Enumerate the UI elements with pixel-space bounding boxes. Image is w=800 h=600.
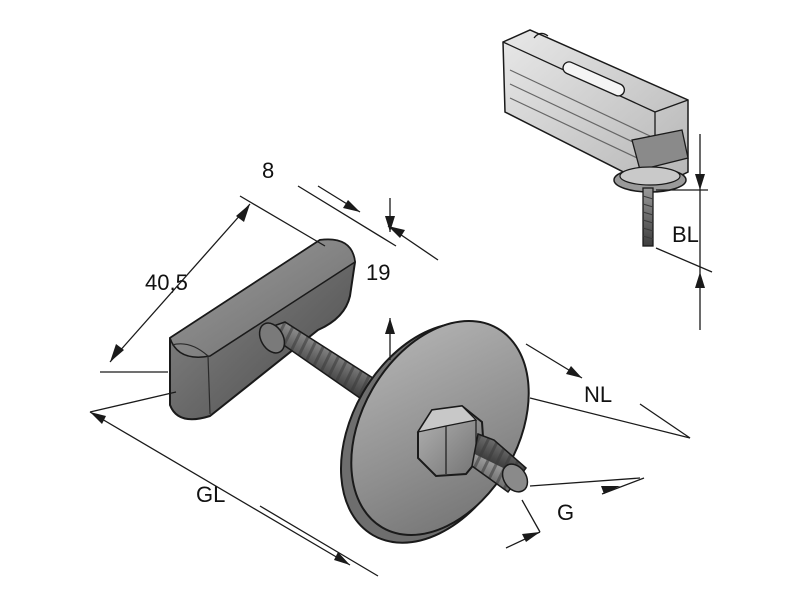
dim-label-bl: BL	[672, 222, 699, 247]
dimension-lines	[89, 185, 691, 577]
thread-end	[471, 432, 529, 494]
dim-label-g: G	[557, 500, 574, 525]
dimension-labels: 8 40,5 19 GL NL G BL	[145, 158, 699, 525]
profile-inset	[502, 29, 713, 330]
dim-label-nl: NL	[584, 382, 612, 407]
dim-label-width: 8	[262, 158, 274, 183]
t-bolt-assembly	[169, 238, 530, 544]
dim-label-length: 40,5	[145, 270, 188, 295]
dim-label-height: 19	[366, 260, 390, 285]
dim-label-gl: GL	[196, 482, 225, 507]
